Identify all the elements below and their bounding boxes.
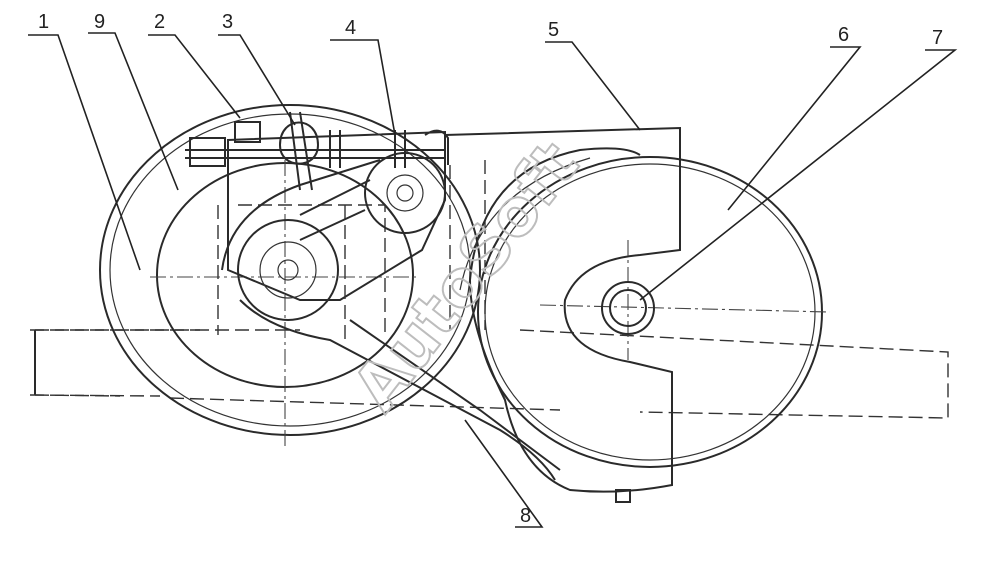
callout-9: 9 [94,11,105,33]
leader-lines [28,32,958,528]
frame-rails [29,329,949,419]
cam-plate [444,126,831,493]
belt [221,159,561,481]
bottom-bolt [615,489,631,503]
callout-labels: 1 9 2 3 4 5 6 7 8 [38,11,943,527]
hub [601,281,655,335]
callout-1: 1 [38,11,49,33]
callout-4: 4 [345,17,356,39]
callout-8: 8 [520,505,531,527]
callout-2: 2 [154,11,165,33]
adjuster-assembly [185,111,449,191]
callout-6: 6 [838,24,849,46]
callout-7: 7 [932,27,943,49]
housing [217,130,486,340]
callout-5: 5 [548,19,559,41]
drive-pulley [237,219,339,321]
callout-3: 3 [222,11,233,33]
